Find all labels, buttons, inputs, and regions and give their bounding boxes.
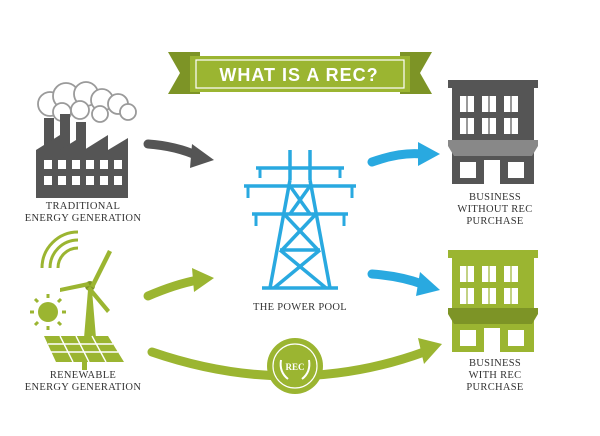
renewable-icon: [30, 230, 124, 370]
business-without-label-line2: WITHOUT REC: [457, 204, 533, 215]
smoke-icon: [37, 81, 137, 123]
renewable-label: RENEWABLE ENERGY GENERATION: [20, 370, 146, 394]
business-with-label-line3: PURCHASE: [466, 382, 524, 393]
laurel-icon: [279, 359, 311, 380]
arrow-renewable-to-pool: [143, 268, 214, 301]
traditional-label-line1: TRADITIONAL: [45, 201, 121, 212]
business-without-label-line3: PURCHASE: [466, 216, 524, 227]
business-without-label-line1: BUSINESS: [469, 192, 521, 203]
power-pylon-icon: [244, 150, 356, 290]
factory-icon: [36, 81, 137, 198]
business-with-rec-icon: [448, 250, 538, 352]
business-with-label: BUSINESS WITH REC PURCHASE: [440, 358, 550, 394]
wind-turbine-icon: [60, 250, 112, 338]
power-pool-label: THE POWER POOL: [230, 302, 370, 314]
traditional-label-line2: ENERGY GENERATION: [24, 213, 142, 224]
business-with-label-line2: WITH REC: [468, 370, 522, 381]
renewable-label-line1: RENEWABLE: [49, 370, 117, 381]
business-with-label-line1: BUSINESS: [469, 358, 521, 369]
sun-icon: [30, 294, 66, 330]
title-banner: [168, 52, 432, 94]
business-without-label: BUSINESS WITHOUT REC PURCHASE: [440, 192, 550, 228]
traditional-label: TRADITIONAL ENERGY GENERATION: [20, 201, 146, 225]
renewable-label-line2: ENERGY GENERATION: [24, 382, 142, 393]
business-without-rec-icon: [448, 80, 538, 184]
rec-seal-icon: [267, 338, 323, 394]
arrow-pool-to-business-with: [367, 269, 440, 296]
arrow-traditional-to-pool: [143, 139, 214, 168]
rec-seal-label: REC: [285, 362, 305, 372]
arrow-pool-to-business-without: [367, 142, 440, 167]
banner-title: WHAT IS A REC?: [219, 65, 379, 85]
power-pool-label-line1: THE POWER POOL: [252, 302, 348, 313]
solar-panel-icon: [44, 335, 124, 370]
